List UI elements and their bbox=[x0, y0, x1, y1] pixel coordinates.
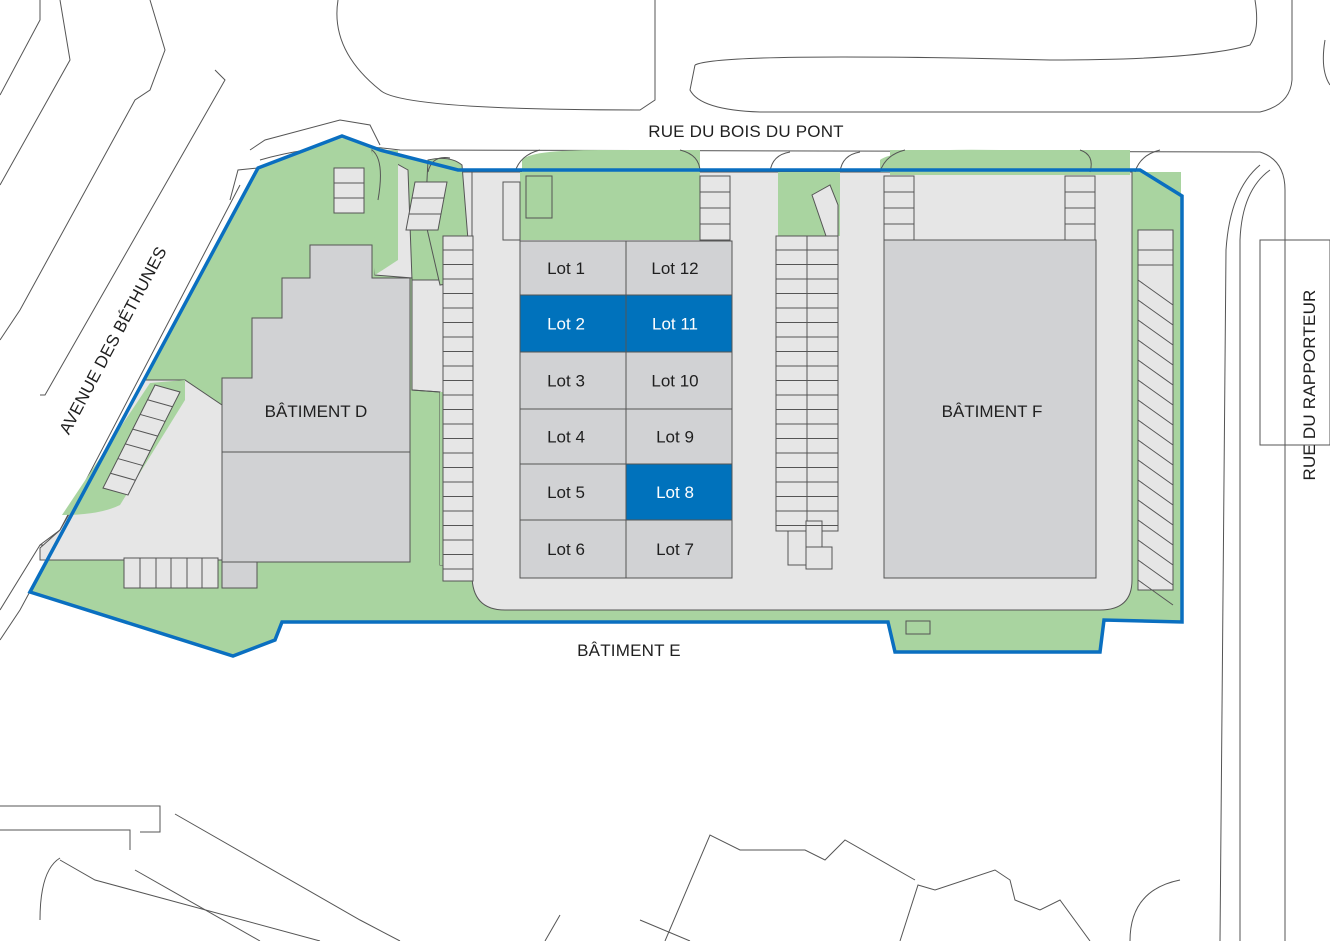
lot-label: Lot 10 bbox=[651, 372, 698, 391]
road-label-top: RUE DU BOIS DU PONT bbox=[648, 122, 844, 141]
lot-label: Lot 7 bbox=[656, 540, 694, 559]
lot-lot-11[interactable]: Lot 11 bbox=[625, 294, 733, 353]
batiment-d-label: BÂTIMENT D bbox=[265, 402, 368, 421]
lot-label: Lot 1 bbox=[547, 259, 585, 278]
lot-label: Lot 5 bbox=[547, 483, 585, 502]
lot-label: Lot 4 bbox=[547, 428, 585, 447]
batiment-d: BÂTIMENT D bbox=[221, 244, 411, 563]
lot-shape[interactable] bbox=[625, 351, 733, 410]
lot-lot-10[interactable]: Lot 10 bbox=[625, 351, 733, 410]
lot-lot-7[interactable]: Lot 7 bbox=[625, 519, 733, 579]
lot-shape[interactable] bbox=[519, 408, 627, 465]
lot-lot-2[interactable]: Lot 2 bbox=[519, 294, 627, 353]
lot-shape[interactable] bbox=[625, 408, 733, 465]
lot-label: Lot 6 bbox=[547, 540, 585, 559]
lot-shape[interactable] bbox=[625, 519, 733, 579]
lot-label: Lot 11 bbox=[652, 315, 698, 334]
lot-lot-9[interactable]: Lot 9 bbox=[625, 408, 733, 465]
site-boundary bbox=[27, 134, 1184, 658]
road-label-right: RUE DU RAPPORTEUR bbox=[1300, 289, 1319, 480]
lot-lot-8[interactable]: Lot 8 bbox=[625, 463, 733, 521]
lots-grid: Lot 1 Lot 12 Lot 2 Lot 11 Lot 3 Lot 10 Lot 4 Lo… bbox=[519, 240, 733, 579]
lot-label: Lot 2 bbox=[547, 315, 585, 334]
lot-lot-5[interactable]: Lot 5 bbox=[519, 463, 627, 521]
lot-label: Lot 3 bbox=[547, 372, 585, 391]
lot-label: Lot 8 bbox=[656, 483, 694, 502]
lot-lot-12[interactable]: Lot 12 bbox=[625, 240, 733, 296]
lot-lot-3[interactable]: Lot 3 bbox=[519, 351, 627, 410]
lot-shape[interactable] bbox=[519, 463, 627, 521]
lot-label: Lot 12 bbox=[651, 259, 698, 278]
stall-dividers bbox=[110, 249, 1174, 606]
parking-stalls bbox=[102, 167, 1174, 635]
lot-lot-4[interactable]: Lot 4 bbox=[519, 408, 627, 465]
lot-lot-6[interactable]: Lot 6 bbox=[519, 519, 627, 579]
lot-shape[interactable] bbox=[519, 294, 627, 353]
batiment-f-label: BÂTIMENT F bbox=[942, 402, 1043, 421]
batiment-f: BÂTIMENT F bbox=[883, 239, 1097, 579]
lot-shape[interactable] bbox=[625, 240, 733, 296]
lot-shape[interactable] bbox=[519, 351, 627, 410]
lot-lot-1[interactable]: Lot 1 bbox=[519, 240, 627, 296]
building-e-label: BÂTIMENT E bbox=[577, 641, 681, 660]
lot-label: Lot 9 bbox=[656, 428, 694, 447]
lot-shape[interactable] bbox=[625, 463, 733, 521]
